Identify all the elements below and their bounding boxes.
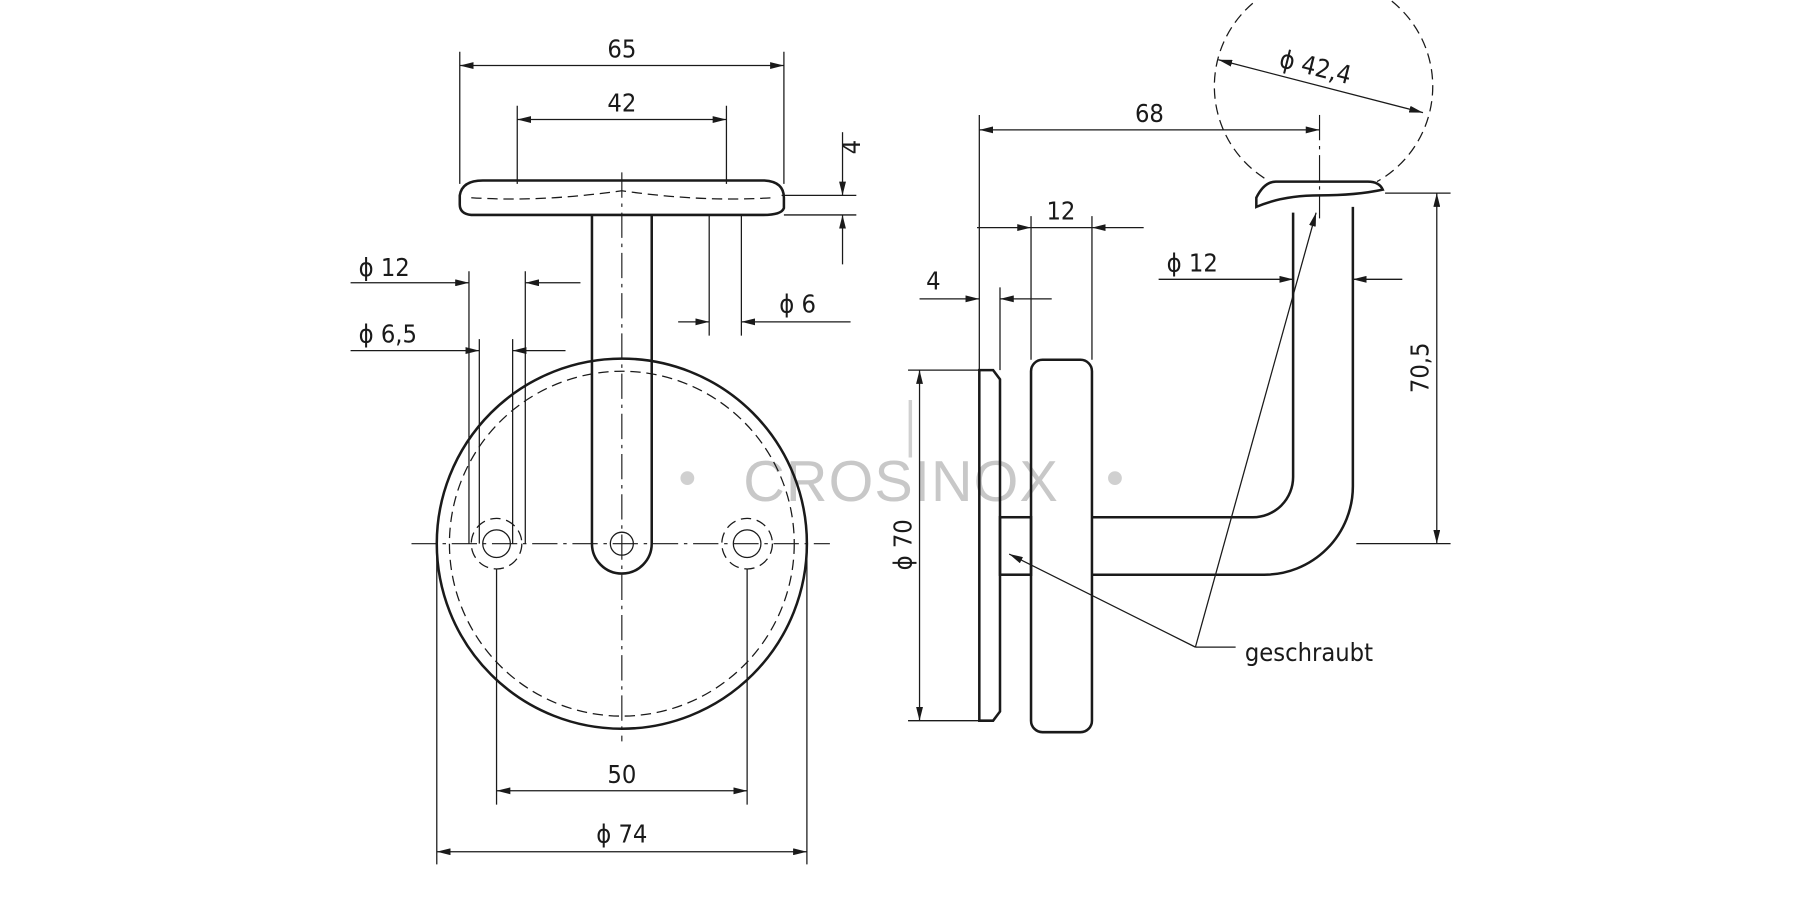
dim-50: 50	[607, 760, 636, 789]
saddle-hidden-edge	[471, 190, 773, 200]
note-leader	[1008, 212, 1317, 648]
dim-65: 65	[607, 34, 636, 63]
dim-4: 4	[837, 140, 866, 154]
arm-tube	[1091, 206, 1355, 576]
dim-dia-12: ϕ 12	[359, 253, 410, 282]
support-stem	[590, 214, 653, 575]
watermark-text: CROSINOX	[743, 450, 1059, 514]
connector	[998, 515, 1033, 576]
dim-42: 42	[607, 88, 636, 117]
wall-plate	[978, 368, 1002, 722]
dim-dia-70: ϕ 70	[888, 519, 917, 570]
base-plate-hidden-edge	[448, 370, 795, 717]
dim-dia-6-5: ϕ 6,5	[359, 320, 417, 349]
handrail-outline	[1213, 0, 1434, 183]
dim-dia-12-side: ϕ 12	[1167, 248, 1218, 277]
dim-70-5: 70,5	[1406, 343, 1435, 394]
side-view: 68 ϕ 42,4 12 4 ϕ 12 70,5 ϕ 70 geschraubt	[888, 0, 1451, 734]
dim-line-dia42-4	[1218, 59, 1424, 114]
front-view: 65 42 4 ϕ 12 ϕ 6,5 ϕ 6 50 ϕ 74	[350, 34, 866, 865]
dim-68: 68	[1135, 99, 1164, 128]
stem-screw	[609, 531, 634, 556]
dim-dia-42-4: ϕ 42,4	[1277, 44, 1355, 90]
watermark: CROSINOX	[680, 400, 1122, 514]
dim-12: 12	[1046, 197, 1075, 226]
dim-4-side: 4	[926, 267, 940, 296]
note-geschraubt: geschraubt	[1245, 638, 1373, 667]
dim-dia-6: ϕ 6	[779, 290, 816, 319]
handrail-saddle-side	[1255, 180, 1385, 209]
dim-dia-74: ϕ 74	[596, 820, 647, 849]
handrail-saddle	[458, 179, 786, 217]
rosette	[1029, 358, 1094, 734]
